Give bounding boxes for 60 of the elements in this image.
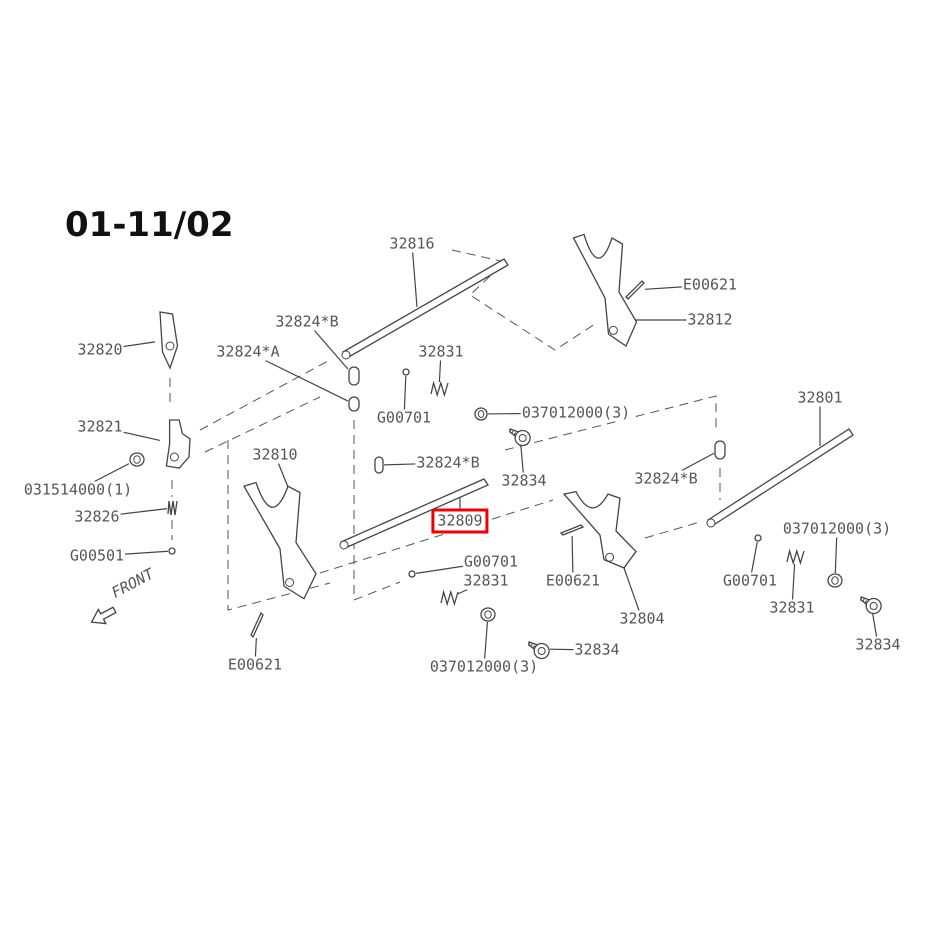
leader-line [751, 542, 758, 573]
part-number: 037012000(3) [520, 404, 632, 422]
interlock-pin-drawing [714, 440, 726, 460]
part-number: 32824*A [215, 344, 281, 360]
washer-drawing [827, 573, 843, 588]
part-number: 32831 [462, 572, 510, 590]
part-number: 32824*B [274, 314, 340, 330]
leader-line [412, 252, 418, 308]
leader-line [120, 508, 168, 515]
leader-line [416, 566, 463, 574]
leader-line [488, 412, 521, 415]
interlock-pin-drawing [348, 366, 360, 386]
roll-pin-drawing [560, 524, 584, 536]
part-number: 32809 [431, 508, 489, 534]
leader-line [384, 463, 416, 466]
ball-drawing [754, 534, 762, 542]
spring-drawing [440, 591, 458, 605]
roll-pin-drawing [250, 612, 264, 638]
spring-drawing [167, 500, 177, 516]
shift-rod-drawing [338, 475, 490, 550]
leader-line [254, 638, 257, 657]
diagram-title: 01-11/02 [65, 205, 234, 245]
washer-drawing [480, 607, 496, 622]
washer-drawing [474, 407, 488, 421]
interlock-pin-drawing [348, 396, 360, 412]
leader-line [872, 614, 878, 637]
leader-line [314, 330, 348, 370]
spring-drawing [430, 382, 448, 396]
leader-line [520, 446, 524, 473]
leader-line [124, 341, 156, 348]
leader-line [484, 622, 488, 659]
leader-line [278, 463, 289, 488]
plug-drawing [528, 639, 550, 659]
leader-line [550, 648, 574, 650]
leader-line [682, 452, 714, 472]
interlock-pin-drawing [374, 456, 384, 474]
ball-drawing [402, 368, 410, 376]
leader-line [265, 360, 348, 402]
part-number: 32810 [251, 446, 299, 464]
part-number: 32821 [76, 418, 124, 436]
washer-drawing [129, 452, 145, 467]
leader-line [572, 536, 574, 573]
ball-drawing [168, 547, 176, 555]
ball-drawing [408, 570, 416, 578]
leader-line [404, 376, 406, 410]
plug-drawing [509, 426, 531, 446]
spring-drawing [786, 550, 804, 564]
plug-drawing [860, 594, 882, 614]
roll-pin-drawing [625, 280, 645, 300]
leader-line [458, 588, 468, 594]
leader-line [94, 463, 130, 482]
leader-line [623, 568, 640, 611]
leader-line [834, 537, 838, 574]
leader-line [438, 360, 442, 382]
leader-line [125, 550, 168, 555]
leader-line [123, 432, 160, 441]
leader-line [819, 406, 821, 446]
shift-rod-drawing [340, 255, 510, 360]
leader-line [644, 286, 682, 290]
leader-line [792, 564, 796, 600]
